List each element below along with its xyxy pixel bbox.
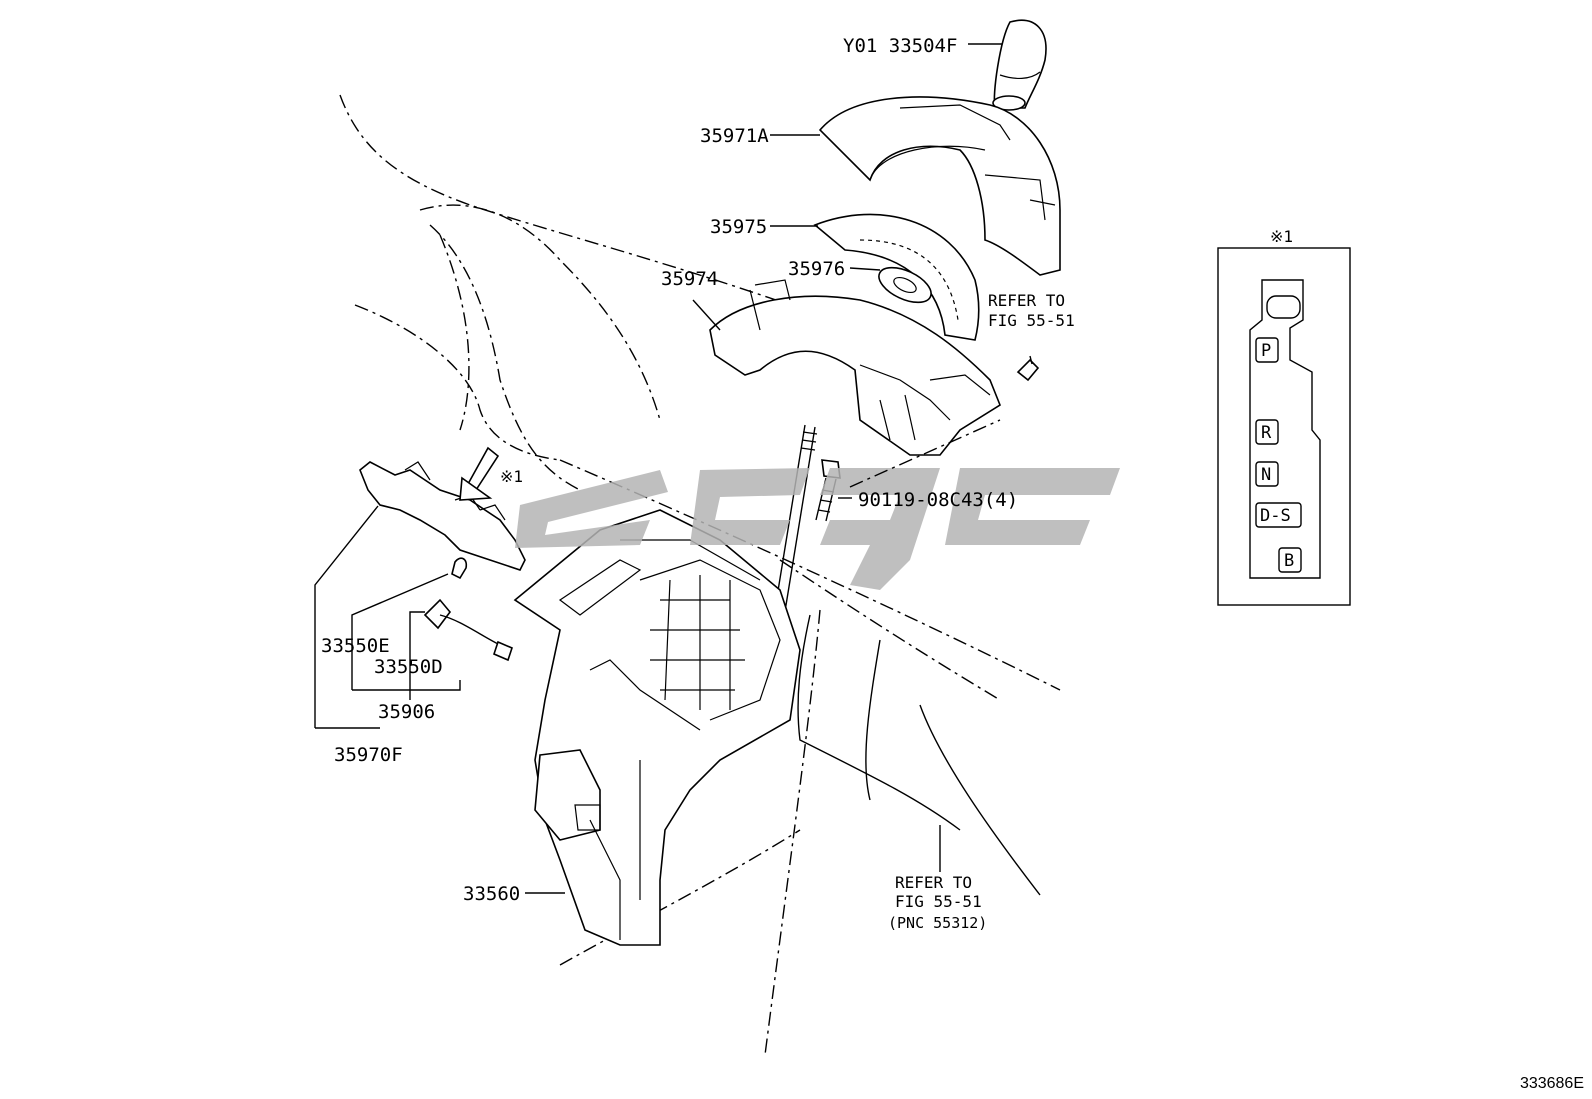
indicator-plate (813, 213, 980, 341)
indicator-bulb (451, 557, 468, 580)
gear-p: P (1261, 341, 1271, 361)
label-33550e: 33550E (321, 635, 390, 657)
label-35974: 35974 (661, 268, 718, 290)
slide-plate (878, 266, 932, 304)
figure-number: 333686E (1519, 1075, 1584, 1092)
screw (1016, 355, 1040, 382)
label-33560: 33560 (463, 883, 520, 905)
watermark-logo (515, 468, 1120, 590)
refer-bottom-line3: (PNC 55312) (888, 914, 987, 932)
label-bolt: 90119-08C43(4) (858, 489, 1018, 511)
refer-top-line2: FIG 55-51 (988, 311, 1075, 330)
inset-shift-gate: ※1 P R N D-S B (1217, 227, 1351, 606)
bulb-socket (423, 598, 513, 662)
inset-title: ※1 (1270, 227, 1293, 246)
label-knob: Y01 33504F (843, 35, 957, 57)
gear-d-s: D-S (1260, 506, 1291, 526)
label-33550d: 33550D (374, 656, 443, 678)
shift-lever-base (513, 509, 801, 946)
refer-bottom-line1: REFER TO (895, 873, 972, 892)
shift-housing (709, 279, 1001, 456)
label-35970f: 35970F (334, 744, 403, 766)
upper-cover (818, 96, 1061, 276)
refer-note-bottom: REFER TO FIG 55-51 (PNC 55312) (888, 873, 987, 932)
floor-outline (797, 614, 1041, 896)
refer-top-line1: REFER TO (988, 291, 1065, 310)
leader-lines (314, 43, 1002, 894)
gear-n: N (1261, 465, 1271, 485)
shift-knob (992, 19, 1047, 111)
label-arrow-mark: ※1 (500, 467, 523, 486)
label-35975: 35975 (710, 216, 767, 238)
gear-b: B (1284, 551, 1294, 571)
detail-arrow (459, 446, 500, 501)
refer-bottom-line2: FIG 55-51 (895, 892, 982, 911)
label-35906: 35906 (378, 701, 435, 723)
label-35971a: 35971A (700, 125, 769, 147)
refer-note-top: REFER TO FIG 55-51 (988, 291, 1075, 330)
inset-frame (1217, 247, 1351, 606)
label-35976: 35976 (788, 258, 845, 280)
gear-r: R (1261, 423, 1272, 443)
